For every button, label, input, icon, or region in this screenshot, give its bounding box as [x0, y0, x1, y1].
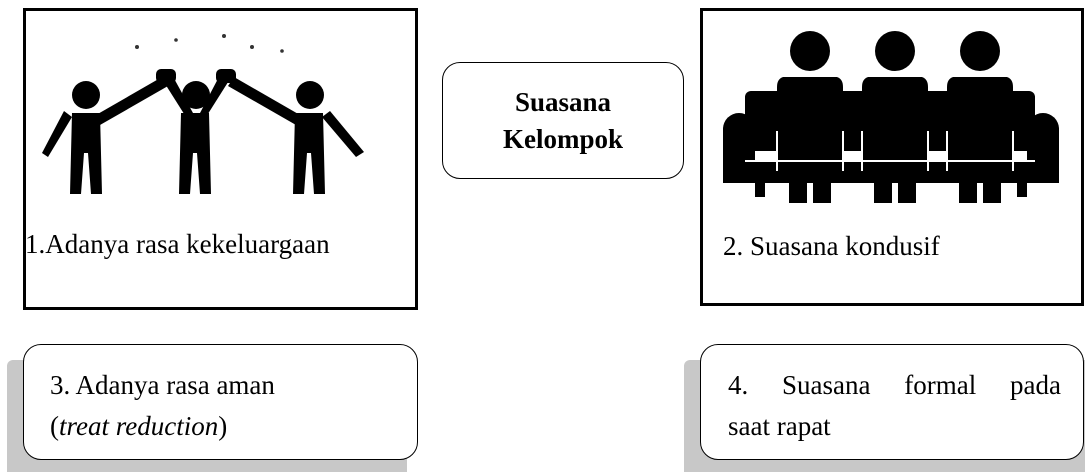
note4-line-1: 4. Suasana formal pada [728, 370, 1061, 400]
panel-family-feeling: 1.Adanya rasa kekeluargaan [23, 8, 418, 310]
note4-line-2: saat rapat [728, 411, 831, 441]
three-people-high-five-icon [42, 34, 364, 194]
note-safe-feeling: 3. Adanya rasa aman (treat reduction) [23, 344, 418, 460]
center-topic-box: Suasana Kelompok [442, 62, 684, 179]
note3-italic-term: treat reduction [59, 411, 219, 441]
panel-conducive: 2. Suasana kondusif [700, 8, 1084, 306]
three-people-sitting-on-sofa-icon [723, 31, 1059, 203]
center-line-2: Kelompok [502, 123, 623, 154]
note3-line-1: 3. Adanya rasa aman [50, 370, 275, 400]
panel2-caption: 2. Suasana kondusif [723, 231, 940, 261]
panel1-caption: 1.Adanya rasa kekeluargaan [25, 229, 330, 259]
note-formal-meeting: 4. Suasana formal pada saat rapat [700, 344, 1084, 460]
center-line-1: Suasana [514, 86, 612, 117]
note3-line-2: (treat reduction) [50, 411, 228, 441]
